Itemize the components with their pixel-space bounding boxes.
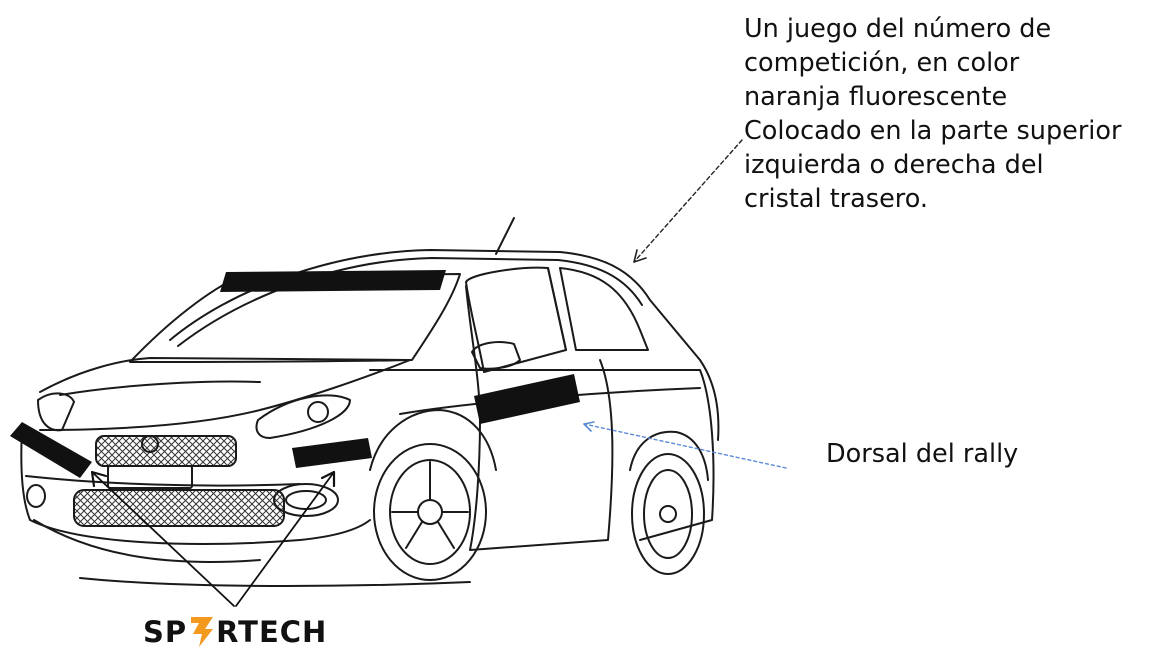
bumper-sponsor-block-left (10, 422, 92, 478)
antenna (495, 217, 515, 255)
hood (39, 357, 411, 431)
headlight-right (255, 394, 351, 439)
logo-mark-icon (191, 617, 214, 647)
door-number-block (474, 374, 580, 424)
front-wheel (373, 443, 487, 581)
fog-light-right (273, 483, 339, 517)
note-line: cristal trasero. (744, 184, 928, 214)
fog-light-left (26, 484, 46, 508)
arrow-to-left-sponsor (91, 471, 235, 607)
note-line: competición, en color (744, 48, 1020, 78)
arrow-to-rally-plate (583, 423, 787, 469)
rear-wheel (631, 453, 705, 575)
sportech-logo: SP RTECH (143, 615, 327, 649)
rally-plate-note: Dorsal del rally (826, 439, 1019, 469)
bumper-sponsor-block-right (292, 438, 372, 468)
windscreen-number-block (220, 270, 446, 292)
windshield (129, 273, 461, 363)
windscreen-number-note: Un juego del número de competición, en c… (744, 12, 1121, 216)
license-plate (107, 465, 193, 489)
note-line: Colocado en la parte superior (744, 116, 1122, 146)
arrow-to-right-sponsor (235, 471, 335, 607)
side-mirror (471, 341, 521, 370)
side-body (369, 369, 715, 541)
upper-grille (95, 435, 237, 467)
note-line: naranja fluorescente (744, 82, 1008, 112)
lower-grille (73, 489, 285, 527)
note-line: Un juego del número de (744, 14, 1052, 44)
note-line: izquierda o derecha del (744, 150, 1044, 180)
side-window-rear (559, 267, 649, 351)
logo-prefix: SP (143, 615, 188, 649)
arrow-to-windscreen-number (633, 139, 743, 263)
front-bumper (20, 429, 371, 545)
logo-suffix: RTECH (216, 615, 328, 649)
headlight-left (37, 392, 75, 432)
